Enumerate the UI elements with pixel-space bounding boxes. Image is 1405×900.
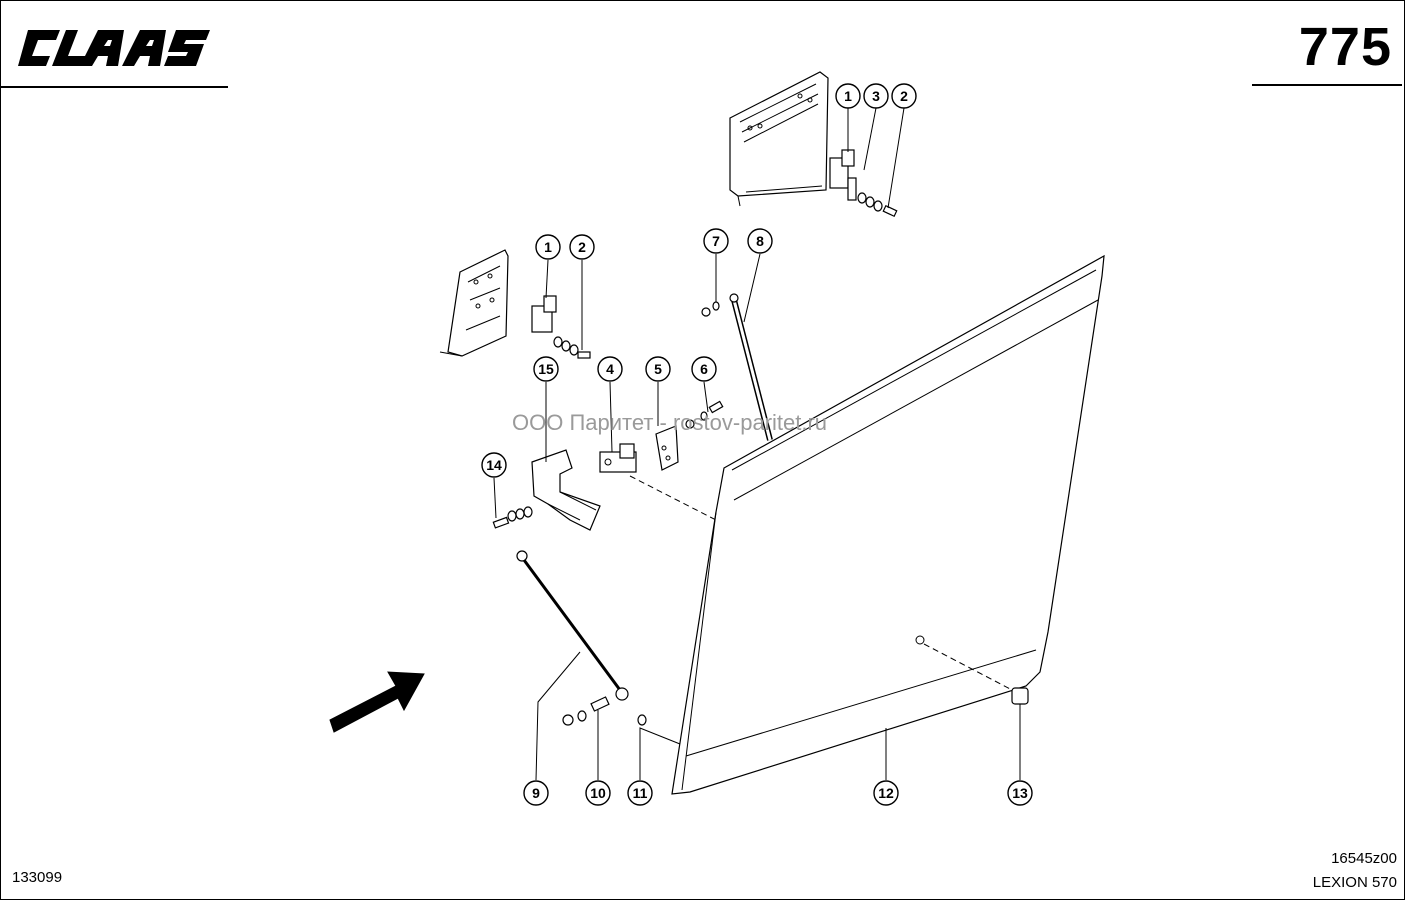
callout-1-left: 1	[535, 234, 561, 260]
drawing-id: 16545z00	[1331, 850, 1397, 867]
svg-text:1: 1	[544, 239, 552, 255]
svg-text:9: 9	[532, 785, 540, 801]
svg-text:13: 13	[1012, 785, 1028, 801]
bolt-washers-upper	[857, 192, 898, 218]
svg-text:8: 8	[756, 233, 764, 249]
leader-lines	[493, 107, 1021, 781]
door-panel-12	[671, 254, 1105, 795]
bolt-washers-14	[492, 506, 533, 529]
callout-1-upper: 1	[835, 83, 861, 109]
callout-10: 10	[585, 780, 611, 806]
grommet-11	[637, 714, 647, 726]
callout-5: 5	[645, 356, 671, 382]
plate-5	[655, 425, 679, 471]
model-name: LEXION 570	[1312, 874, 1397, 891]
callout-14: 14	[481, 452, 507, 478]
callout-3-upper: 3	[863, 83, 889, 109]
callout-6: 6	[691, 356, 717, 382]
page-number: 775	[1298, 17, 1392, 77]
upper-bracket-right	[729, 71, 829, 207]
svg-text:14: 14	[486, 457, 502, 473]
header-rule-right	[1252, 84, 1402, 86]
svg-text:11: 11	[633, 785, 648, 801]
callout-2-left: 2	[569, 234, 595, 260]
svg-text:6: 6	[700, 361, 708, 377]
hinge-block-4	[599, 443, 637, 473]
callout-15: 15	[533, 356, 559, 382]
doc-number: 133099	[12, 869, 63, 886]
direction-arrow	[329, 671, 425, 733]
bolt-nut-10	[562, 696, 610, 726]
header-rule-left	[0, 86, 228, 88]
bolt-washers-left	[553, 336, 591, 359]
bolt-6	[685, 400, 724, 429]
dashed-hinge-line	[629, 475, 717, 521]
plug-13	[1011, 687, 1029, 705]
callout-4: 4	[597, 356, 623, 382]
svg-text:5: 5	[654, 361, 662, 377]
callout-7: 7	[703, 228, 729, 254]
svg-text:3: 3	[872, 88, 880, 104]
hinge-part-1-left	[531, 295, 557, 333]
svg-text:2: 2	[578, 239, 586, 255]
svg-text:1: 1	[844, 88, 852, 104]
callout-12: 12	[873, 780, 899, 806]
gas-strut	[701, 293, 773, 441]
cable-9	[516, 550, 629, 701]
svg-text:15: 15	[538, 361, 554, 377]
claas-logo-graphic	[18, 30, 210, 66]
svg-text:7: 7	[712, 233, 720, 249]
callout-9: 9	[523, 780, 549, 806]
callout-13: 13	[1007, 780, 1033, 806]
watermark: ООО Паритет - rostov-paritet.ru	[512, 410, 828, 435]
dashed-plug-line	[923, 643, 1017, 693]
callout-8: 8	[747, 228, 773, 254]
callout-11: 11	[627, 780, 653, 806]
callout-2-upper: 2	[891, 83, 917, 109]
svg-text:4: 4	[606, 361, 614, 377]
bracket-15	[531, 449, 601, 531]
left-bracket	[439, 249, 509, 357]
svg-text:10: 10	[590, 785, 606, 801]
claas-logo	[14, 22, 238, 72]
hinge-part-1-upper	[829, 149, 857, 201]
svg-text:12: 12	[878, 785, 894, 801]
svg-text:2: 2	[900, 88, 908, 104]
